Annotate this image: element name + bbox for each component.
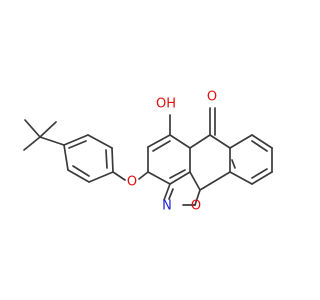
bond — [169, 169, 186, 179]
bond — [147, 171, 171, 185]
bond — [189, 134, 211, 149]
bond — [112, 171, 126, 181]
bond — [88, 171, 114, 183]
molecule-structure-diagram: OH O O N O — [23, 90, 273, 214]
bond — [68, 140, 87, 149]
core-ring — [147, 134, 201, 206]
bond — [251, 171, 273, 185]
hydroxyl-label: OH — [156, 97, 176, 112]
ring-oxygen-label: O — [191, 199, 201, 214]
bond — [23, 136, 41, 151]
quinone-ring — [189, 107, 231, 191]
bond — [138, 171, 149, 180]
carbonyl-oxygen-label: O — [207, 90, 217, 105]
bond — [169, 134, 191, 149]
bond — [251, 140, 268, 152]
bond — [209, 171, 231, 185]
bond — [72, 165, 90, 177]
bond — [111, 147, 114, 173]
tert-butyl-group — [23, 119, 65, 151]
bond — [189, 171, 201, 191]
bond — [168, 188, 174, 200]
bond — [251, 134, 273, 149]
bond — [63, 134, 89, 146]
structure-canvas: OH O O N O — [23, 89, 273, 214]
bond — [39, 136, 65, 146]
ether-oxygen-label: O — [127, 175, 137, 190]
bond — [194, 189, 201, 206]
benzo-ring — [229, 134, 273, 185]
bond — [251, 168, 268, 179]
bond — [152, 140, 171, 152]
bond — [199, 183, 211, 191]
bond — [231, 159, 236, 169]
bond — [229, 171, 253, 185]
bond — [24, 119, 41, 138]
bond — [39, 121, 57, 138]
bond — [163, 183, 171, 201]
bond — [229, 134, 253, 149]
ring-nitrogen-label: N — [162, 199, 172, 214]
bond — [105, 149, 108, 169]
bond — [87, 134, 113, 149]
atom-labels: OH O O N O — [127, 90, 217, 214]
phenyl-ring — [63, 134, 114, 183]
bond — [209, 134, 231, 149]
ether-linkage — [112, 171, 149, 181]
bond — [63, 144, 69, 171]
bond — [169, 171, 191, 185]
bond — [67, 169, 90, 183]
bond — [147, 134, 171, 148]
